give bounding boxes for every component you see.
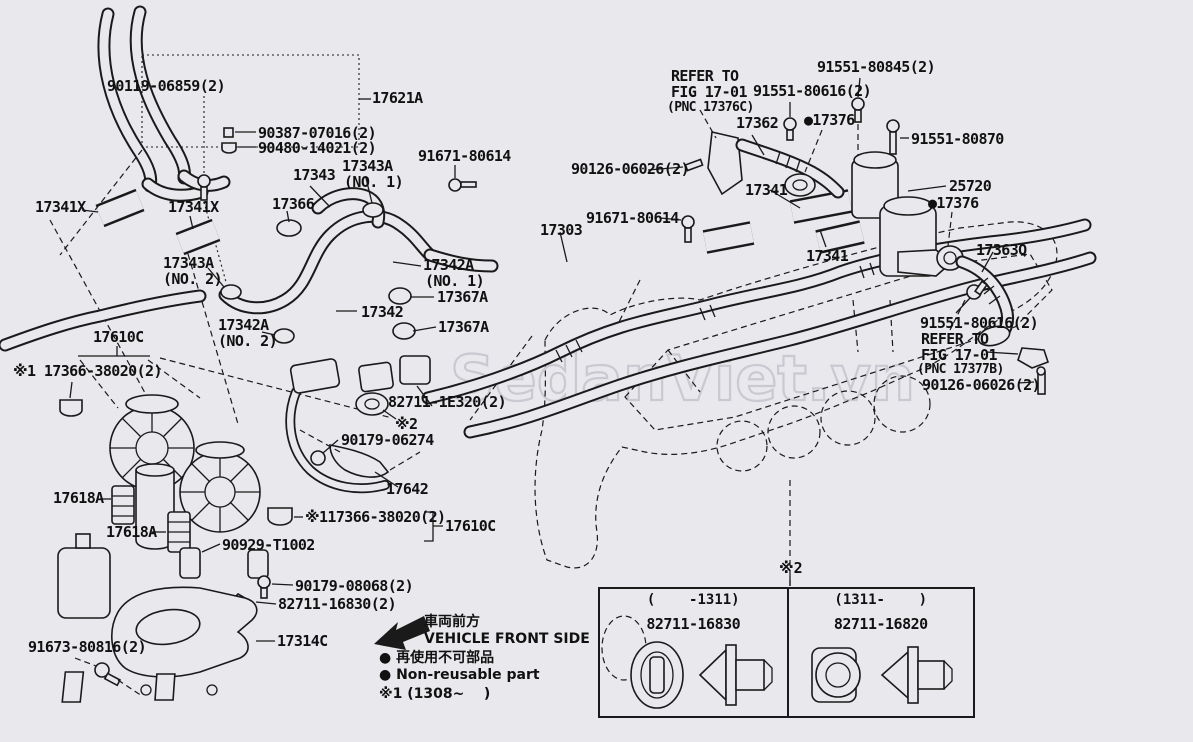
label-91551-80616-1: 91551-80616(2) xyxy=(753,82,872,100)
label-91673-80816: 91673-80816(2) xyxy=(28,638,147,656)
label-90387-07016: 90387-07016(2) xyxy=(258,124,377,142)
label-refer-to-2: REFER TO xyxy=(921,330,989,348)
variant-part-early: 82711-16830 xyxy=(646,615,741,633)
clip-front-view-16830 xyxy=(630,641,684,709)
label-17367a-2: 17367A xyxy=(438,318,489,336)
label-fig-17-01-1: FIG 17-01 xyxy=(671,83,747,101)
legend-note1: ※1 (1308~ ) xyxy=(379,686,491,702)
label-17366-38020-2: ※117366-38020(2) xyxy=(305,508,446,526)
label-17342a-no2: 17342A xyxy=(218,316,269,334)
label-17366: 17366 xyxy=(272,195,315,213)
vehicle-front-arrow xyxy=(374,616,430,650)
label-90179-08068: 90179-08068(2) xyxy=(295,577,414,595)
label-91551-80616-2: 91551-80616(2) xyxy=(920,314,1039,332)
hose-17342-network xyxy=(0,177,499,352)
label-17376-1: ●17376 xyxy=(804,111,855,129)
label-17342: 17342 xyxy=(361,303,404,321)
label-17642: 17642 xyxy=(386,480,429,498)
label-90480-14021: 90480-14021(2) xyxy=(258,139,377,157)
label-ref2-marker: ※2 xyxy=(395,415,418,433)
label-17343a-no2-suffix: (NO. 2) xyxy=(163,270,223,288)
label-91671-80614-1: 91671-80614 xyxy=(418,147,511,165)
label-82711-16830: 82711-16830(2) xyxy=(278,595,397,613)
label-90126-06026-1: 90126-06026(2) xyxy=(571,160,690,178)
clip-front-view-16820 xyxy=(811,647,861,703)
label-17362: 17362 xyxy=(736,114,779,132)
legend-front-en: VEHICLE FRONT SIDE xyxy=(424,631,590,647)
label-17314c: 17314C xyxy=(277,632,328,650)
label-91551-80870: 91551-80870 xyxy=(911,130,1004,148)
label-17618a-2: 17618A xyxy=(106,523,157,541)
pipe-17303-assembly xyxy=(421,165,1097,439)
label-17367a-1: 17367A xyxy=(437,288,488,306)
legend-front-jp: 車両前方 xyxy=(424,614,480,630)
label-17342a-no1-suffix: (NO. 1) xyxy=(425,272,485,290)
variant-col-early: ( -1311) 82711-16830 xyxy=(600,589,787,716)
label-17366-38020-1: ※1 17366-38020(2) xyxy=(13,362,162,380)
label-25720: 25720 xyxy=(949,177,992,195)
label-17303: 17303 xyxy=(540,221,583,239)
label-fig-17-01-2: FIG 17-01 xyxy=(921,346,997,364)
label-91551-80845: 91551-80845(2) xyxy=(817,58,936,76)
label-17341x-2: 17341X xyxy=(168,198,219,216)
label-90119-06859: 90119-06859(2) xyxy=(107,77,226,95)
label-pnc-17376c: (PNC 17376C) xyxy=(667,100,754,115)
label-17376-2: ●17376 xyxy=(928,194,979,212)
label-17621a: 17621A xyxy=(372,89,423,107)
label-pnc-17377b: (PNC 17377B) xyxy=(917,362,1004,377)
label-90126-06026-2: 90126-06026(2) xyxy=(922,376,1041,394)
clip-side-view-16830 xyxy=(698,644,773,706)
label-17341-2: 17341 xyxy=(806,247,849,265)
label-17342a-no1: 17342A xyxy=(423,256,474,274)
label-17363q: 17363Q xyxy=(976,241,1027,259)
variant-table-ref: ※2 xyxy=(779,559,803,577)
label-17610c-2: 17610C xyxy=(445,517,496,535)
harness-connector-area xyxy=(285,355,433,494)
label-17618a-1: 17618A xyxy=(53,489,104,507)
variant-period-early: ( -1311) xyxy=(646,592,740,608)
tube-17341x-icons xyxy=(49,149,239,425)
label-82711-1e320: 82711-1E320(2) xyxy=(388,393,507,411)
label-90929-t1002: 90929-T1002 xyxy=(222,536,315,554)
label-17343a-no2: 17343A xyxy=(163,254,214,272)
label-17341x-1: 17341X xyxy=(35,198,86,216)
bracket-17314c xyxy=(61,586,275,703)
label-17610c-1: 17610C xyxy=(93,328,144,346)
air-pump-assembly xyxy=(57,346,443,619)
label-refer-to-1: REFER TO xyxy=(671,67,739,85)
valve-25720-assembly xyxy=(647,77,964,277)
variant-col-late: (1311- ) 82711-16820 xyxy=(786,589,974,716)
legend-nonreusable-jp: ● 再使用不可部品 xyxy=(379,650,495,666)
clip-side-view-16820 xyxy=(880,646,953,704)
variant-part-late: 82711-16820 xyxy=(833,615,928,633)
label-17341-1: 17341 xyxy=(745,181,788,199)
variant-table: ( -1311) 82711-16830 (1311- ) 82711-1682… xyxy=(598,587,975,718)
label-17343a-no1: 17343A xyxy=(342,157,393,175)
hose-17363q xyxy=(949,251,1050,395)
label-90179-06274: 90179-06274 xyxy=(341,431,434,449)
engine-outline xyxy=(469,221,1058,681)
label-91671-80614-2: 91671-80614 xyxy=(586,209,679,227)
variant-period-late: (1311- ) xyxy=(834,592,928,608)
legend-nonreusable-en: ● Non-reusable part xyxy=(379,667,540,683)
watermark-text: SedanViet.vn xyxy=(450,342,915,415)
label-17343a-no1-suffix: (NO. 1) xyxy=(344,173,404,191)
label-17342a-no2-suffix: (NO. 2) xyxy=(218,332,278,350)
label-17343: 17343 xyxy=(293,166,336,184)
